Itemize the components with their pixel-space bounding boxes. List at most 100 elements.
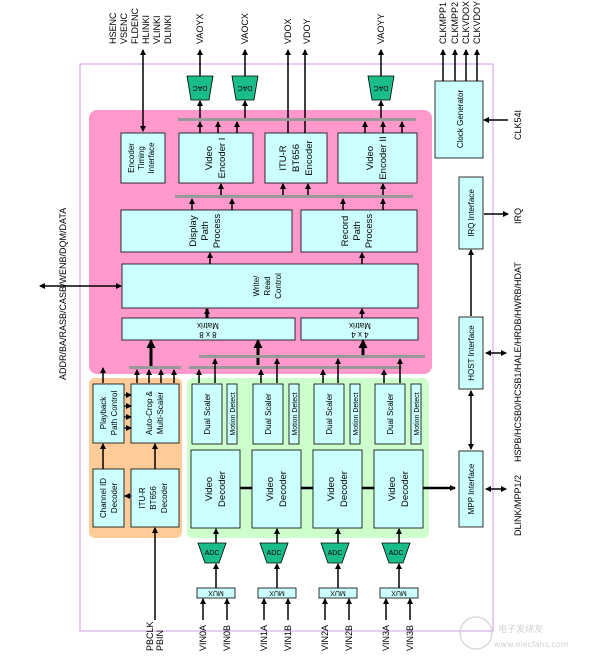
channel-3: Dual Scaler Motion Detect Video Decoder: [373, 383, 424, 529]
svg-text:Display: Display: [188, 215, 199, 246]
signal-label-vdoy: VDOY: [302, 18, 312, 44]
svg-text:Motion Detect: Motion Detect: [414, 392, 421, 435]
signal-label: VIN2B: [344, 625, 354, 651]
svg-text:MUX: MUX: [208, 589, 224, 596]
svg-text:Dual Scaler: Dual Scaler: [264, 393, 273, 435]
svg-text:Encoder: Encoder: [304, 140, 315, 175]
video-decoder-block: Video Decoder: [190, 449, 241, 529]
decoder-region: [187, 378, 429, 538]
adc-2: ADC: [320, 542, 350, 564]
video-decoder-block: Video Decoder: [373, 449, 424, 529]
signal-label: VSENC: [119, 12, 129, 44]
signal-label: VIN3A: [381, 625, 391, 651]
signal-label: VIN0B: [222, 625, 232, 651]
signal-label: VIN3B: [405, 625, 415, 651]
auto-crop-multi-scaler-block: Auto-Crop & Multi-Scaler: [130, 383, 180, 444]
svg-text:Write/: Write/: [252, 275, 261, 297]
svg-text:Process: Process: [364, 214, 375, 249]
encoder-output-bus: [178, 118, 416, 121]
svg-text:Dual Scaler: Dual Scaler: [203, 393, 212, 435]
dac-2: DAC: [231, 75, 259, 101]
svg-text:Decoder: Decoder: [278, 471, 289, 507]
mux-1: MUX: [257, 587, 297, 599]
dac-3: DAC: [367, 75, 395, 101]
signal-label: CLKMPP1: [438, 2, 448, 44]
signal-label: CLKVDOX: [461, 1, 471, 44]
signal-label: VIN0A: [198, 625, 208, 651]
motion-detect-block: Motion Detect: [288, 383, 300, 445]
svg-text:Multi-Scaler: Multi-Scaler: [156, 392, 165, 435]
svg-text:Video: Video: [265, 477, 276, 501]
svg-text:Playback: Playback: [99, 396, 108, 429]
signal-label-vaoyy: VAOYY: [376, 14, 386, 44]
signal-label: FLDENC: [130, 7, 140, 44]
svg-text:ADC: ADC: [389, 550, 404, 557]
watermark: 电子发烧友 www.elecfans.com: [459, 616, 569, 650]
svg-text:Read: Read: [263, 276, 272, 295]
svg-text:Decoder: Decoder: [217, 471, 228, 507]
dual-scaler-block: Dual Scaler: [313, 383, 345, 445]
svg-text:Path: Path: [200, 221, 211, 241]
signal-label: VLINKI: [152, 15, 162, 44]
adc-0: ADC: [197, 542, 227, 564]
irq-interface-block: IRQ Interface: [458, 176, 484, 250]
svg-text:MUX: MUX: [330, 589, 346, 596]
channel-2: Dual Scaler Motion Detect Video Decoder: [312, 383, 363, 529]
svg-text:ADC: ADC: [267, 550, 282, 557]
svg-text:Encoder I: Encoder I: [217, 138, 228, 179]
svg-text:Motion Detect: Motion Detect: [292, 392, 299, 435]
svg-text:Motion Detect: Motion Detect: [230, 392, 237, 435]
signal-label-vaocx: VAOCX: [240, 13, 250, 44]
svg-text:DAC: DAC: [374, 84, 389, 91]
channel-id-decoder-block: Channel ID Decoder: [92, 468, 125, 528]
playback-bus: [129, 366, 181, 369]
bt656-encoder-block: ITU-R BT656 Encoder: [264, 132, 328, 184]
svg-text:MUX: MUX: [269, 589, 285, 596]
encoder-timing-interface-block: Encoder Timing Interface: [120, 132, 166, 184]
bt656-decoder-block: ITU-R BT656 Decoder: [130, 468, 180, 528]
matrix-8x8-block: Matrix 8 x 8: [121, 317, 296, 341]
mux-2: MUX: [318, 587, 358, 599]
record-path-process-block: Record Path Process: [300, 209, 418, 253]
svg-text:BT656: BT656: [291, 144, 302, 172]
svg-text:Video: Video: [365, 146, 376, 170]
svg-text:Dual Scaler: Dual Scaler: [325, 393, 334, 435]
adc-1: ADC: [259, 542, 289, 564]
svg-text:ITU-R: ITU-R: [278, 145, 289, 170]
host-bus-label: HSPB/HCSB0/HCSB1/HALE/HRDB/HWRB/HDAT: [513, 262, 523, 462]
svg-text:DAC: DAC: [238, 84, 253, 91]
decoder-bus-2: [199, 355, 425, 358]
channel-1: Dual Scaler Motion Detect Video Decoder: [251, 383, 302, 529]
signal-label: VIN1A: [259, 625, 269, 651]
display-path-process-block: Display Path Process: [120, 209, 293, 253]
video-decoder-block: Video Decoder: [312, 449, 363, 529]
mpp-bus-label: DLINK/MPP1/2: [513, 475, 523, 536]
signal-label-pbclk: PBCLK: [145, 621, 155, 651]
svg-text:8 x 8: 8 x 8: [199, 330, 217, 339]
svg-text:IRQ Interface: IRQ Interface: [467, 189, 476, 237]
clock-generator-block: Clock Generator: [434, 80, 484, 159]
svg-text:Clock Generator: Clock Generator: [456, 90, 465, 149]
mux-0: MUX: [196, 587, 236, 599]
signal-label: VIN2A: [320, 625, 330, 651]
svg-text:Channel ID: Channel ID: [99, 478, 108, 518]
path-process-bus: [175, 195, 413, 198]
svg-text:Process: Process: [212, 214, 223, 249]
svg-text:4 x 4: 4 x 4: [351, 330, 369, 339]
adc-3: ADC: [381, 542, 411, 564]
svg-text:Video: Video: [204, 477, 215, 501]
svg-text:www.elecfans.com: www.elecfans.com: [494, 640, 569, 649]
svg-text:HOST Interface: HOST Interface: [467, 325, 476, 381]
signal-label-vdox: VDOX: [283, 18, 293, 44]
svg-text:Video: Video: [387, 477, 398, 501]
svg-text:ADC: ADC: [205, 550, 220, 557]
signal-label: CLKVDOY: [472, 1, 482, 44]
signal-label: HLINKI: [141, 15, 151, 44]
svg-text:Encoder: Encoder: [127, 143, 136, 173]
svg-text:ADC: ADC: [328, 550, 343, 557]
svg-text:Matrix: Matrix: [349, 321, 371, 330]
channel-0: Dual Scaler Motion Detect Video Decoder: [190, 383, 241, 529]
svg-text:Control: Control: [274, 273, 283, 299]
video-decoder-block: Video Decoder: [251, 449, 302, 529]
svg-text:Path: Path: [352, 221, 363, 241]
